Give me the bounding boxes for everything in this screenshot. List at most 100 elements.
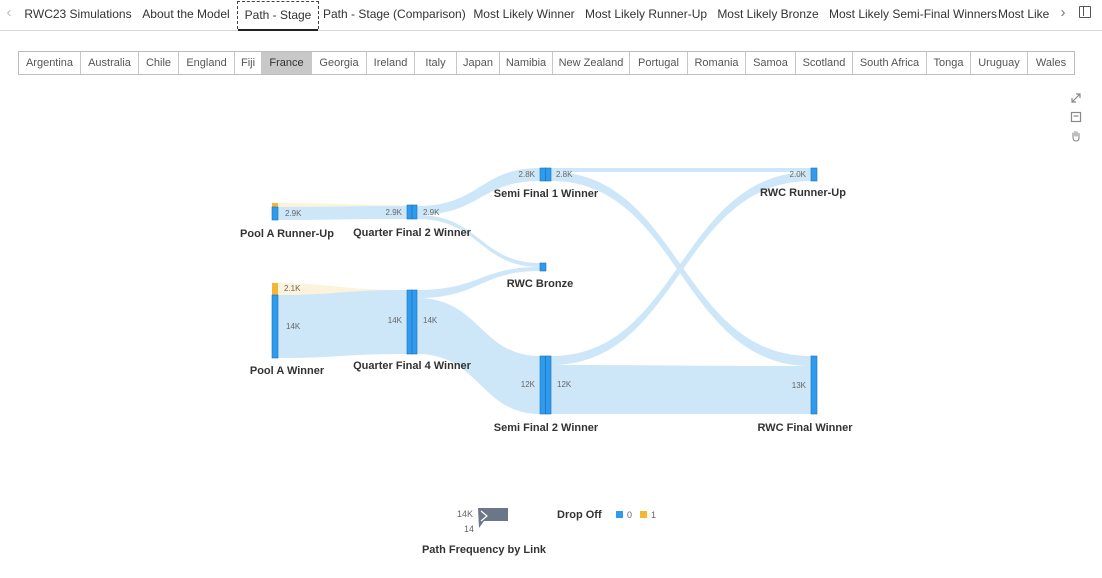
slicer-item-south-africa[interactable]: South Africa bbox=[853, 52, 927, 74]
tab-most-likely-semi-final-winners[interactable]: Most Likely Semi-Final Winners bbox=[829, 7, 998, 21]
slicer-item-wales[interactable]: Wales bbox=[1035, 57, 1067, 69]
label-rwc-final-winner: RWC Final Winner bbox=[757, 422, 853, 434]
slicer-item-scotland[interactable]: Scotland bbox=[796, 52, 853, 74]
node-sf1-winner-in[interactable] bbox=[539, 167, 546, 182]
legend-dropoff-label-1: 1 bbox=[651, 510, 656, 520]
tab-path-stage[interactable]: Path - Stage bbox=[237, 1, 319, 31]
link-qf2-to-sf1[interactable] bbox=[417, 168, 540, 215]
tab-most-likely-winner[interactable]: Most Likely Winner bbox=[473, 7, 575, 21]
slicer-item-italy[interactable]: Italy bbox=[415, 52, 457, 74]
label-sf2-winner: Semi Final 2 Winner bbox=[494, 422, 599, 434]
tab-most-likely-truncated[interactable]: Most Like bbox=[998, 7, 1050, 21]
sankey-node-labels: Pool A Runner-Up Pool A Winner Quarter F… bbox=[240, 187, 853, 434]
value-sf1-in: 2.8K bbox=[519, 170, 536, 179]
slicer-item-argentina[interactable]: Argentina bbox=[19, 52, 81, 74]
slicer-item-georgia[interactable]: Georgia bbox=[312, 52, 367, 74]
value-sf1-out: 2.8K bbox=[556, 170, 573, 179]
link-sf2-to-final-winner[interactable] bbox=[551, 365, 811, 414]
node-pool-a-runner-up[interactable] bbox=[271, 206, 279, 221]
legend-width-wedge bbox=[478, 508, 508, 528]
label-rwc-runner-up: RWC Runner-Up bbox=[760, 187, 846, 199]
link-sf2-to-runner-up[interactable] bbox=[551, 172, 811, 365]
link-qf4-to-bronze[interactable] bbox=[417, 267, 540, 298]
node-rwc-runner-up[interactable] bbox=[810, 167, 818, 182]
legend-dropoff-label-0: 0 bbox=[627, 510, 632, 520]
node-pool-a-winner-dropoff[interactable] bbox=[272, 283, 278, 295]
slicer-item-samoa[interactable]: Samoa bbox=[746, 52, 796, 74]
label-qf2-winner: Quarter Final 2 Winner bbox=[353, 227, 472, 239]
tab-most-likely-bronze[interactable]: Most Likely Bronze bbox=[717, 7, 819, 21]
link-qf2-to-bronze[interactable] bbox=[417, 215, 540, 267]
node-qf4-winner-out[interactable] bbox=[411, 289, 418, 355]
slicer-item-portugal[interactable]: Portugal bbox=[630, 52, 688, 74]
report-page-tabs: ‹ RWC23 Simulations About the Model Path… bbox=[0, 0, 1102, 31]
link-pool-a-runner-up-to-qf2[interactable] bbox=[278, 206, 407, 220]
legend-width-min: 14 bbox=[464, 524, 474, 534]
legend-drop-off: Drop Off 0 1 bbox=[557, 509, 656, 521]
slicer-item-namibia[interactable]: Namibia bbox=[500, 52, 553, 74]
tab-path-stage-comparison[interactable]: Path - Stage (Comparison) bbox=[323, 7, 466, 21]
tab-rwc23-simulations[interactable]: RWC23 Simulations bbox=[24, 7, 132, 21]
legend-width-title: Path Frequency by Link bbox=[422, 544, 547, 556]
label-pool-a-winner: Pool A Winner bbox=[250, 365, 325, 377]
slicer-item-romania[interactable]: Romania bbox=[688, 52, 746, 74]
pan-hand-icon[interactable] bbox=[1068, 128, 1084, 144]
legend-dropoff-title: Drop Off bbox=[557, 509, 602, 521]
value-qf2-in: 2.9K bbox=[386, 208, 403, 217]
node-rwc-final-winner[interactable] bbox=[810, 355, 818, 415]
legend-dropoff-swatch-0 bbox=[616, 511, 623, 518]
label-pool-a-runner-up: Pool A Runner-Up bbox=[240, 228, 334, 240]
node-pool-a-runner-up-dropoff[interactable] bbox=[272, 203, 278, 207]
focus-mode-icon[interactable] bbox=[1068, 109, 1084, 125]
tab-about-the-model[interactable]: About the Model bbox=[142, 7, 230, 21]
value-qf4-in: 14K bbox=[388, 316, 403, 325]
legend-wedge-arrow-icon bbox=[480, 510, 488, 522]
label-sf1-winner: Semi Final 1 Winner bbox=[494, 188, 599, 200]
sankey-links bbox=[278, 168, 811, 414]
slicer-item-france[interactable]: France bbox=[262, 52, 312, 74]
slicer-item-england[interactable]: England bbox=[179, 52, 235, 74]
slicer-item-new-zealand[interactable]: New Zealand bbox=[553, 52, 630, 74]
node-pool-a-winner[interactable] bbox=[271, 294, 279, 359]
slicer-item-chile[interactable]: Chile bbox=[139, 52, 179, 74]
slicer-item-tonga[interactable]: Tonga bbox=[927, 52, 971, 74]
node-qf2-winner-out[interactable] bbox=[411, 204, 418, 220]
slicer-item-uruguay[interactable]: Uruguay bbox=[971, 52, 1028, 74]
value-sf2-in: 12K bbox=[521, 380, 536, 389]
link-pool-a-runner-up-dropoff[interactable] bbox=[278, 203, 407, 207]
expand-icon[interactable] bbox=[1068, 90, 1084, 106]
tab-most-likely-runner-up[interactable]: Most Likely Runner-Up bbox=[585, 7, 708, 21]
value-pool-a-runner-up: 2.9K bbox=[285, 209, 302, 218]
value-sf2-out: 12K bbox=[557, 380, 572, 389]
node-sf1-winner-out[interactable] bbox=[545, 167, 552, 182]
scroll-tabs-right-icon[interactable]: › bbox=[1060, 4, 1066, 21]
label-rwc-bronze: RWC Bronze bbox=[507, 278, 573, 290]
node-qf4-winner-in[interactable] bbox=[406, 289, 413, 355]
node-qf2-winner-in[interactable] bbox=[406, 204, 413, 220]
value-qf2-out: 2.9K bbox=[423, 208, 440, 217]
link-qf4-to-sf2[interactable] bbox=[417, 298, 540, 414]
pages-pane-icon[interactable] bbox=[1079, 6, 1091, 18]
slicer-item-japan[interactable]: Japan bbox=[457, 52, 500, 74]
sankey-nodes bbox=[271, 167, 818, 415]
value-rwc-runner-up: 2.0K bbox=[790, 170, 807, 179]
link-pool-a-winner-to-qf4[interactable] bbox=[278, 290, 407, 358]
value-rwc-final-winner: 13K bbox=[792, 381, 807, 390]
slicer-item-australia[interactable]: Australia bbox=[81, 52, 139, 74]
value-pool-a-winner-dropoff: 2.1K bbox=[284, 284, 301, 293]
legend-dropoff-swatch-1 bbox=[640, 511, 647, 518]
legend-path-frequency: 14K 14 Path Frequency by Link bbox=[422, 508, 547, 556]
slicer-item-fiji[interactable]: Fiji bbox=[235, 52, 262, 74]
node-sf2-winner-out[interactable] bbox=[545, 355, 552, 415]
visual-header-toolbar bbox=[1068, 90, 1084, 147]
node-rwc-bronze[interactable] bbox=[539, 262, 547, 272]
link-sf1-to-runner-up[interactable] bbox=[551, 168, 811, 172]
slicer-item-ireland[interactable]: Ireland bbox=[367, 52, 415, 74]
scroll-tabs-left-icon[interactable]: ‹ bbox=[6, 4, 12, 21]
sankey-value-labels: 2.9K 2.1K 14K 2.9K 2.9K 14K 14K 2.8K 2.8… bbox=[284, 170, 807, 390]
node-sf2-winner-in[interactable] bbox=[539, 355, 546, 415]
value-pool-a-winner: 14K bbox=[286, 322, 301, 331]
value-qf4-out: 14K bbox=[423, 316, 438, 325]
label-qf4-winner: Quarter Final 4 Winner bbox=[353, 360, 472, 372]
